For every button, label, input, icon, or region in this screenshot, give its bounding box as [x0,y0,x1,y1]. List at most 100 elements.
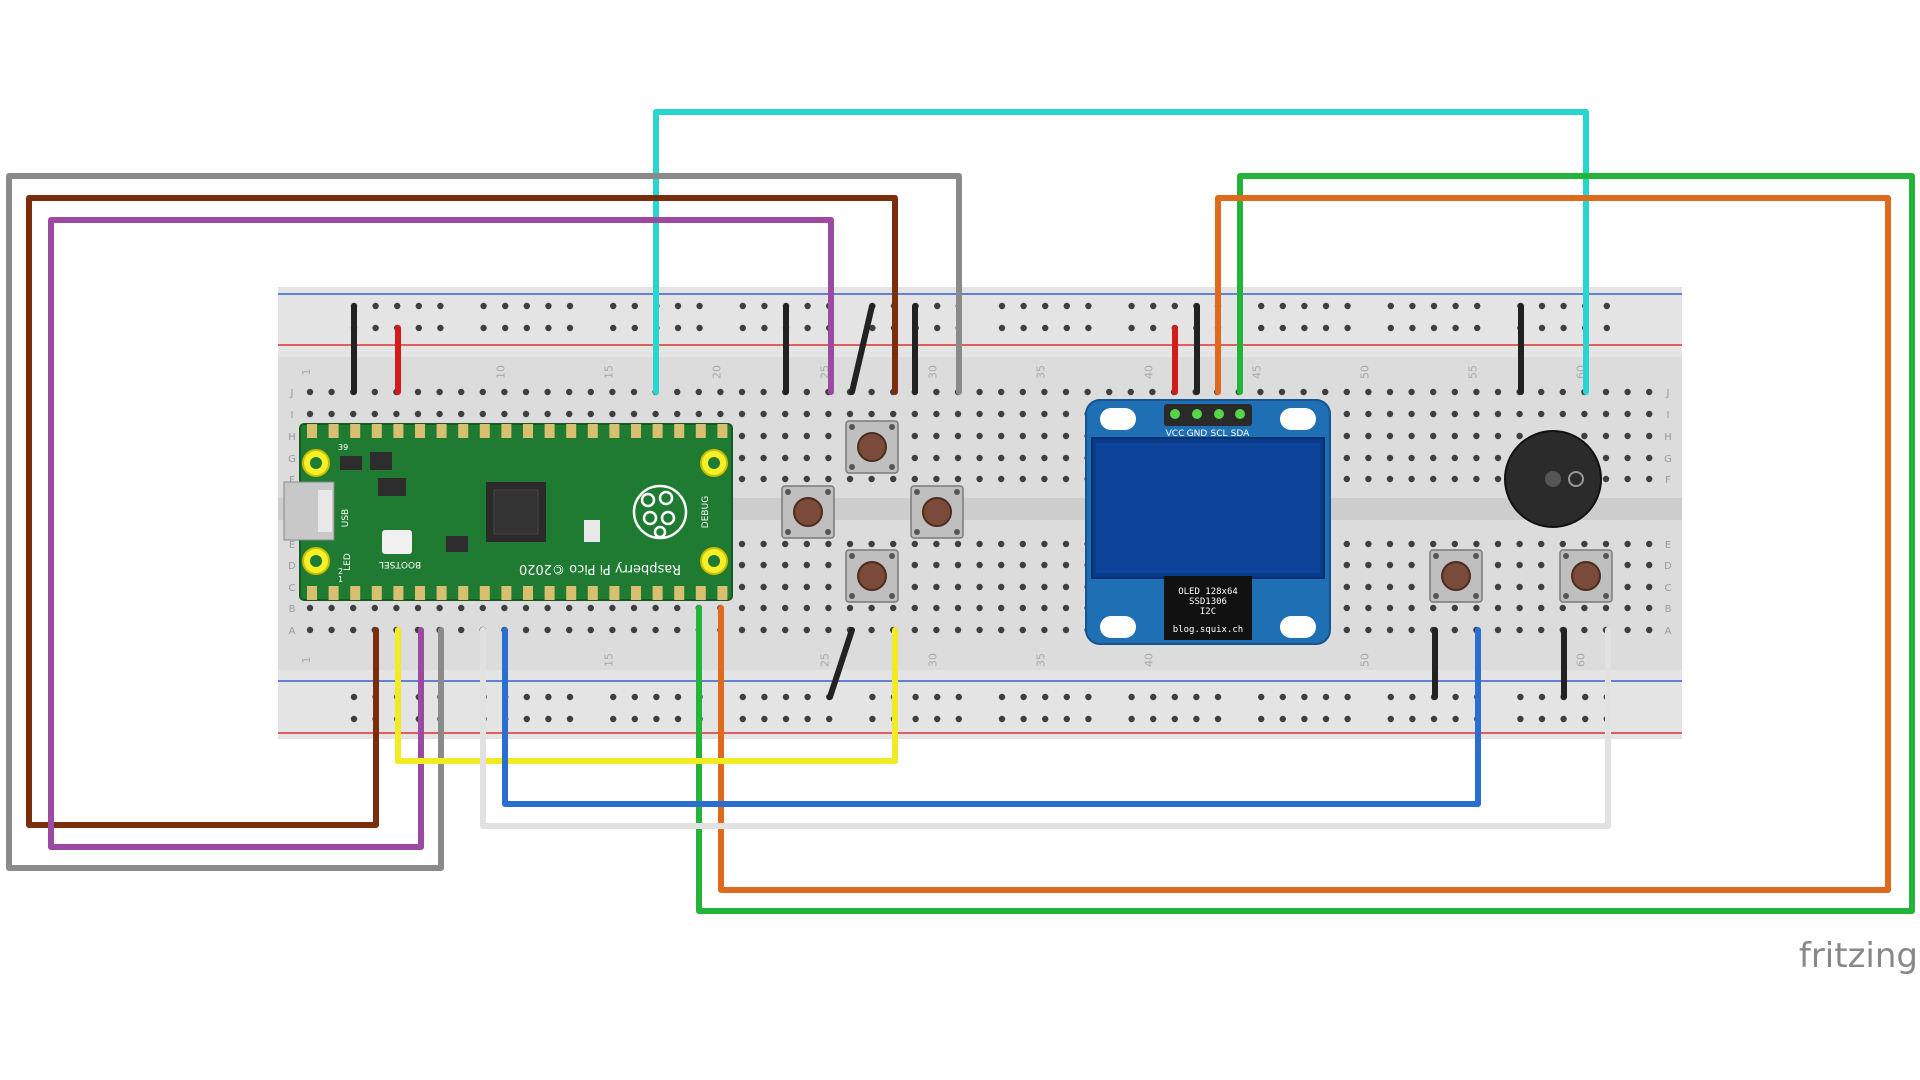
pico-pin [523,424,533,438]
oled-mount-slot-2 [1280,408,1316,430]
breadboard-hole [1019,475,1026,483]
rail-hole [782,693,790,701]
wire-blue [502,627,1481,807]
breadboard-hole [846,475,854,483]
breadboard-hole [760,432,767,440]
breadboard-hole [954,432,962,440]
breadboard-hole [782,410,789,418]
pico-pin [371,586,382,600]
rail-hole [631,324,638,332]
usb-port [318,490,332,532]
column-number: 50 [1358,365,1371,379]
push-button-cap [1441,561,1471,591]
rail-hole [502,324,509,332]
row-letter: C [1665,583,1672,594]
pico-pin [307,586,317,600]
breadboard-hole [1646,561,1653,569]
breadboard-hole [1365,410,1372,418]
row-letter: E [1665,540,1671,551]
breadboard-hole [479,410,486,418]
breadboard-hole [803,454,810,462]
breadboard-hole [868,475,875,483]
breadboard-hole [782,475,789,483]
breadboard-hole [933,540,940,548]
breadboard-hole [393,604,400,612]
oled-pin-label-scl: SCL [1210,429,1227,439]
breadboard-hole [522,410,530,418]
rail-hole [566,302,574,310]
breadboard-hole [1386,540,1394,548]
smd-part-1 [370,452,392,470]
rail-hole [566,715,574,723]
rail-hole [1409,715,1416,723]
row-letter: D [1664,561,1672,572]
breadboard-hole [1365,583,1372,591]
rail-hole [955,693,962,701]
rail-hole [761,302,768,310]
row-letter: B [1665,604,1672,615]
row-letter: A [1665,626,1672,637]
rail-hole [1150,302,1157,310]
wire-orange [718,195,1891,893]
breadboard-hole [1408,432,1415,440]
breadboard-hole [1430,388,1437,396]
breadboard-hole [738,388,746,396]
breadboard-hole [1019,561,1026,569]
breadboard-hole [1624,454,1631,462]
breadboard-hole [1538,561,1545,569]
wire-purple [48,217,834,850]
breadboard-hole [1538,626,1545,634]
rail-hole [1258,693,1265,701]
breadboard-hole [976,410,983,418]
breadboard-hole [1516,432,1523,440]
rail-hole [1279,302,1287,310]
oled-mount-slot-1 [1100,408,1136,430]
breadboard-hole [846,604,854,612]
push-button-corner [954,489,960,495]
pico-pin39-label: 39 [338,443,348,452]
rail-hole [1322,715,1330,723]
breadboard-hole [998,432,1005,440]
breadboard-hole [954,561,962,569]
mount-hole-2-center [310,555,322,567]
breadboard-hole [1257,388,1264,396]
pico-pin2-label: 2 [338,567,343,576]
breadboard-hole [1646,583,1653,591]
raspberry-logo-berry-2 [658,490,674,506]
column-number: 30 [926,653,939,667]
rail-hole [1560,324,1567,332]
row-letter: D [288,561,296,572]
breadboard-hole [738,626,746,634]
breadboard-hole [954,540,962,548]
rail-hole [1042,715,1049,723]
rail-hole [545,693,552,701]
breadboard-hole [1451,626,1459,634]
breadboard-hole [1602,432,1610,440]
breadboard-hole [1538,388,1545,396]
breadboard-hole [803,540,810,548]
breadboard-hole [1386,432,1394,440]
breadboard-hole [674,388,681,396]
breadboard-hole [522,388,530,396]
breadboard-hole [630,410,638,418]
column-number: 55 [1466,365,1479,379]
breadboard-hole [738,561,746,569]
breadboard-hole [393,410,400,418]
breadboard-hole [846,540,854,548]
breadboard-hole [587,388,594,396]
rail-hole [1301,715,1308,723]
breadboard-hole [328,604,335,612]
breadboard-hole [1624,410,1631,418]
rail-hole [739,693,746,701]
mount-hole-1-center [310,457,322,469]
rail-hole [761,324,768,332]
wires [6,109,1915,914]
pico-pin [501,424,512,438]
oled-pin-scl [1214,409,1224,419]
breadboard-hole [760,388,767,396]
breadboard-hole [933,626,940,634]
pico-pin [695,424,706,438]
breadboard-hole [328,626,335,634]
rail-hole [869,693,876,701]
